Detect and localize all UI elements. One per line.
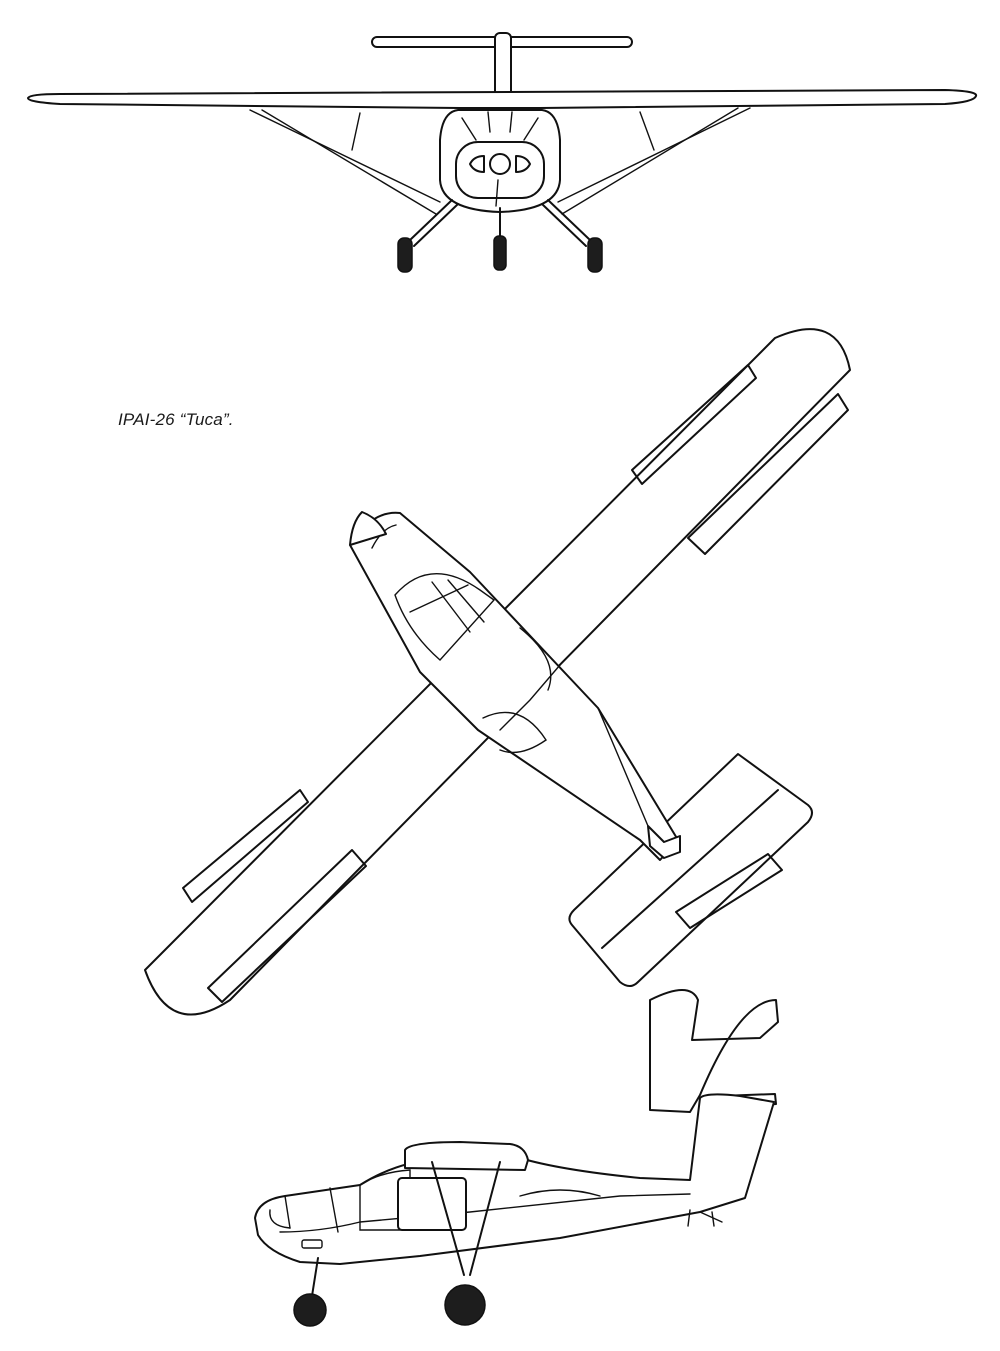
top-fuselage (349, 511, 681, 861)
front-view (27, 32, 978, 273)
top-view (144, 328, 851, 1016)
front-wing-struts (249, 107, 751, 215)
top-horizontal-tail (568, 753, 813, 987)
side-fuselage (254, 1093, 775, 1265)
side-vertical-tail (649, 989, 779, 1113)
drawing-caption: IPAI-26 “Tuca”. (118, 410, 234, 429)
side-details (269, 1169, 723, 1249)
front-wing (27, 89, 978, 109)
side-wing (404, 1141, 529, 1171)
side-view (254, 989, 779, 1327)
side-landing-gear (293, 1257, 486, 1327)
front-fuselage (439, 109, 561, 213)
side-wing-struts (431, 1161, 501, 1276)
front-landing-gear (397, 199, 603, 273)
